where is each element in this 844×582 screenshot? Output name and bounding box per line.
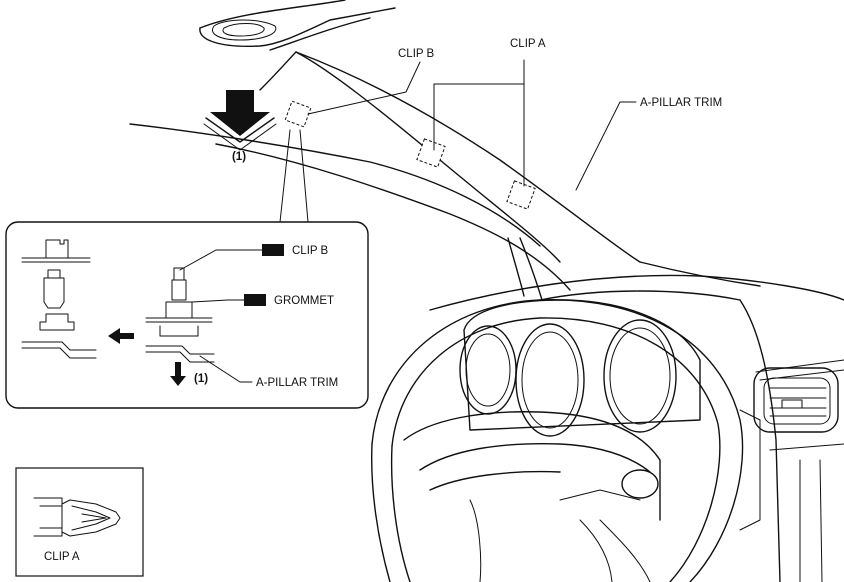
steering-wheel: [371, 299, 744, 582]
thick-down-arrow-icon: [203, 90, 277, 151]
inset-a-pillar-trim-label: A-PILLAR TRIM: [256, 377, 338, 389]
clip-b-detail-inset: CLIP B GROMMET (1) A-PILLAR TRIM: [5, 221, 369, 409]
left-arrow-icon: [108, 328, 134, 344]
inset-step-marker: (1): [194, 373, 208, 385]
clip-a-label-main: CLIP A: [510, 38, 546, 50]
clip-a-location-upper: [416, 138, 446, 168]
down-arrow-icon: [170, 362, 186, 386]
grommet-swatch: [244, 294, 266, 306]
clip-b-label-main: CLIP B: [398, 48, 435, 60]
clip-a-detail-box: CLIP A: [15, 467, 144, 577]
roof-headliner: [199, 0, 396, 51]
air-vent: [753, 367, 839, 433]
clip-b-location-main: [284, 100, 312, 128]
step-marker-main: (1): [232, 151, 246, 163]
clip-a-detail-label: CLIP A: [44, 551, 80, 563]
leader-lines: [279, 59, 637, 223]
inset-grommet-label: GROMMET: [274, 295, 334, 307]
installed-clip-state: [145, 267, 215, 363]
inset-clip-b-label: CLIP B: [292, 245, 329, 257]
clip-a-location-lower: [506, 180, 536, 210]
clip-b-swatch: [262, 244, 284, 256]
removed-clip-state: [21, 239, 97, 359]
a-pillar-trim-label-main: A-PILLAR TRIM: [640, 97, 722, 109]
